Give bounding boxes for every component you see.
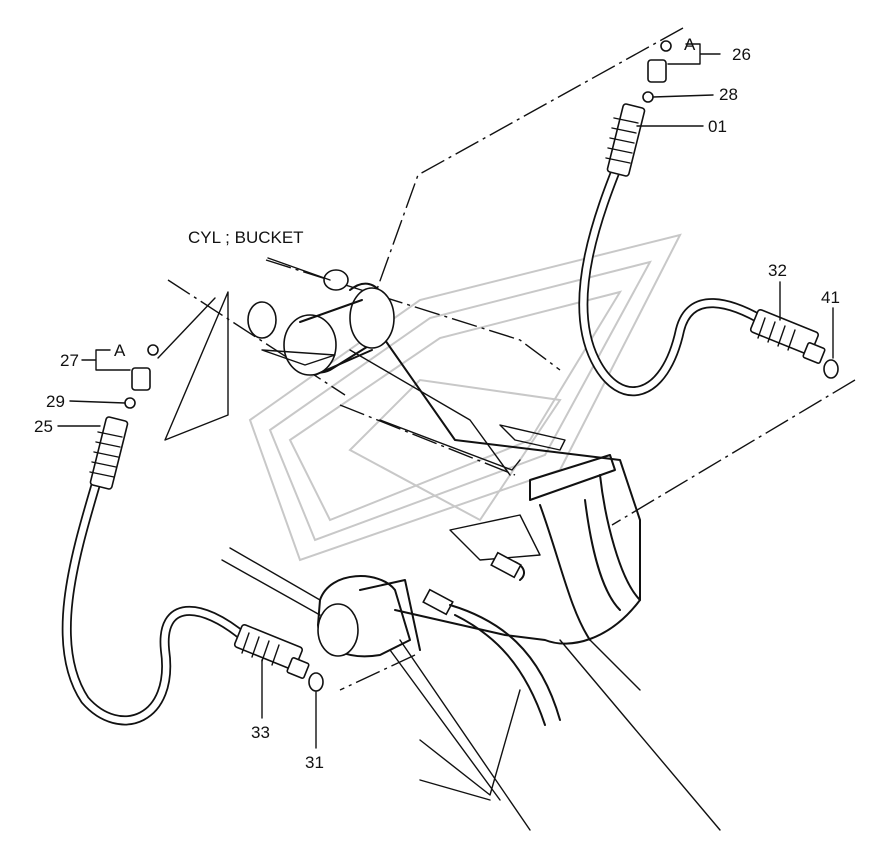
hose-25 xyxy=(61,344,324,726)
oring-upper-a xyxy=(660,40,672,52)
callout-01: 01 xyxy=(708,117,727,136)
hose-01 xyxy=(578,40,839,397)
callout-41: 41 xyxy=(821,288,840,307)
callout-26: 26 xyxy=(732,45,751,64)
washer-31 xyxy=(308,672,324,692)
callout-27: 27 xyxy=(60,351,79,370)
leader-lines xyxy=(57,43,834,749)
hose-fitting-lower-upper xyxy=(89,416,129,490)
reference-lines xyxy=(167,27,856,691)
adapter-27 xyxy=(131,367,151,391)
component-label: CYL ; BUCKET xyxy=(188,228,304,247)
oring-28 xyxy=(642,91,654,103)
bucket-cylinder-assembly xyxy=(157,269,721,831)
watermark-logo xyxy=(248,233,682,562)
oring-lower-a xyxy=(147,344,159,356)
callout-32: 32 xyxy=(768,261,787,280)
callout-33: 33 xyxy=(251,723,270,742)
oring-29 xyxy=(124,397,136,409)
labels: CYL ; BUCKET A A 26 28 01 32 41 27 29 25… xyxy=(34,35,840,772)
hose-fitting-upper xyxy=(605,103,646,177)
callout-28: 28 xyxy=(719,85,738,104)
callout-29: 29 xyxy=(46,392,65,411)
detail-marker-a-lower: A xyxy=(114,341,126,360)
callout-25: 25 xyxy=(34,417,53,436)
callout-31: 31 xyxy=(305,753,324,772)
washer-41 xyxy=(823,359,839,379)
detail-marker-a-upper: A xyxy=(684,35,696,54)
hose-fitting-lower-right xyxy=(233,623,310,679)
hose-fitting-right xyxy=(749,308,826,364)
adapter-26 xyxy=(647,59,667,83)
